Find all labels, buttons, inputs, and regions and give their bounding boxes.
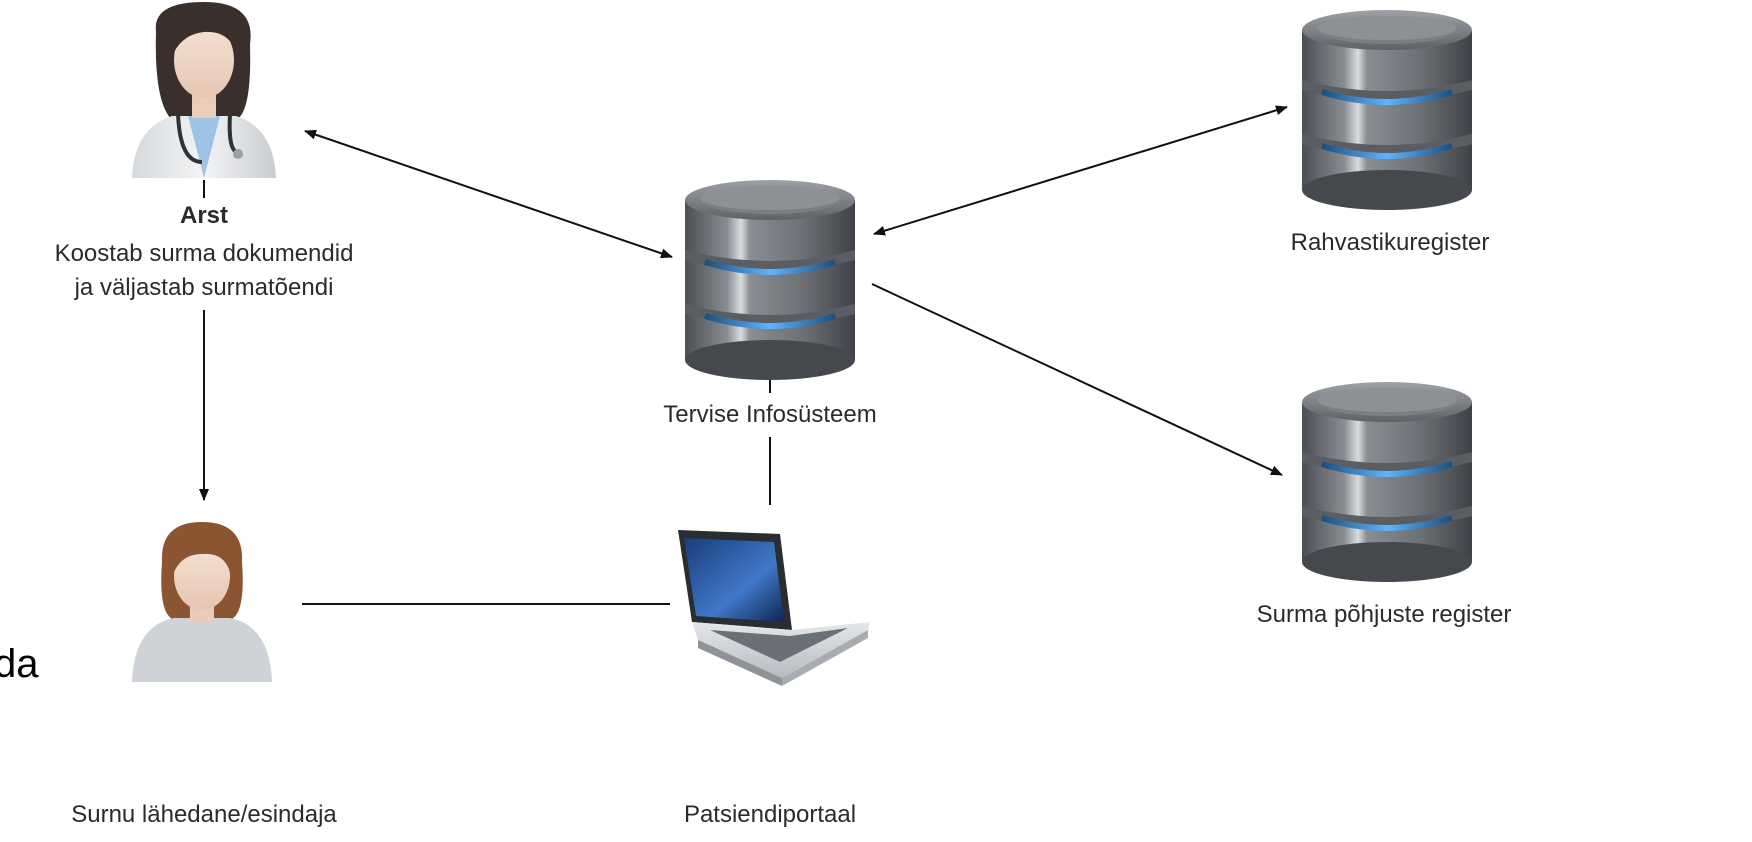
population-register-database-icon [1302,10,1472,210]
death-cause-register-label: Surma põhjuste register [1256,601,1512,628]
person-icon [132,522,272,682]
edge-his-death-cause-register [871,283,1283,476]
doctor-description-line1: Koostab surma dokumendid [54,240,354,267]
relative-label: Surnu lähedane/esindaja [71,801,337,828]
edge-his-population-register [873,105,1288,236]
death-cause-register-database-icon [1302,382,1472,582]
portal-label: Patsiendiportaal [683,801,857,828]
laptop-icon [678,530,870,686]
population-register-label: Rahvastikuregister [1290,229,1490,256]
doctor-icon [132,2,276,178]
cropped-text-fragment: da [0,642,39,686]
edge-doctor-his [304,129,673,259]
doctor-title: Arst [179,202,228,229]
his-label: Tervise Infosüsteem [663,401,877,428]
doctor-description-line2: ja väljastab surmatõendi [74,274,334,301]
his-database-icon [685,180,855,380]
